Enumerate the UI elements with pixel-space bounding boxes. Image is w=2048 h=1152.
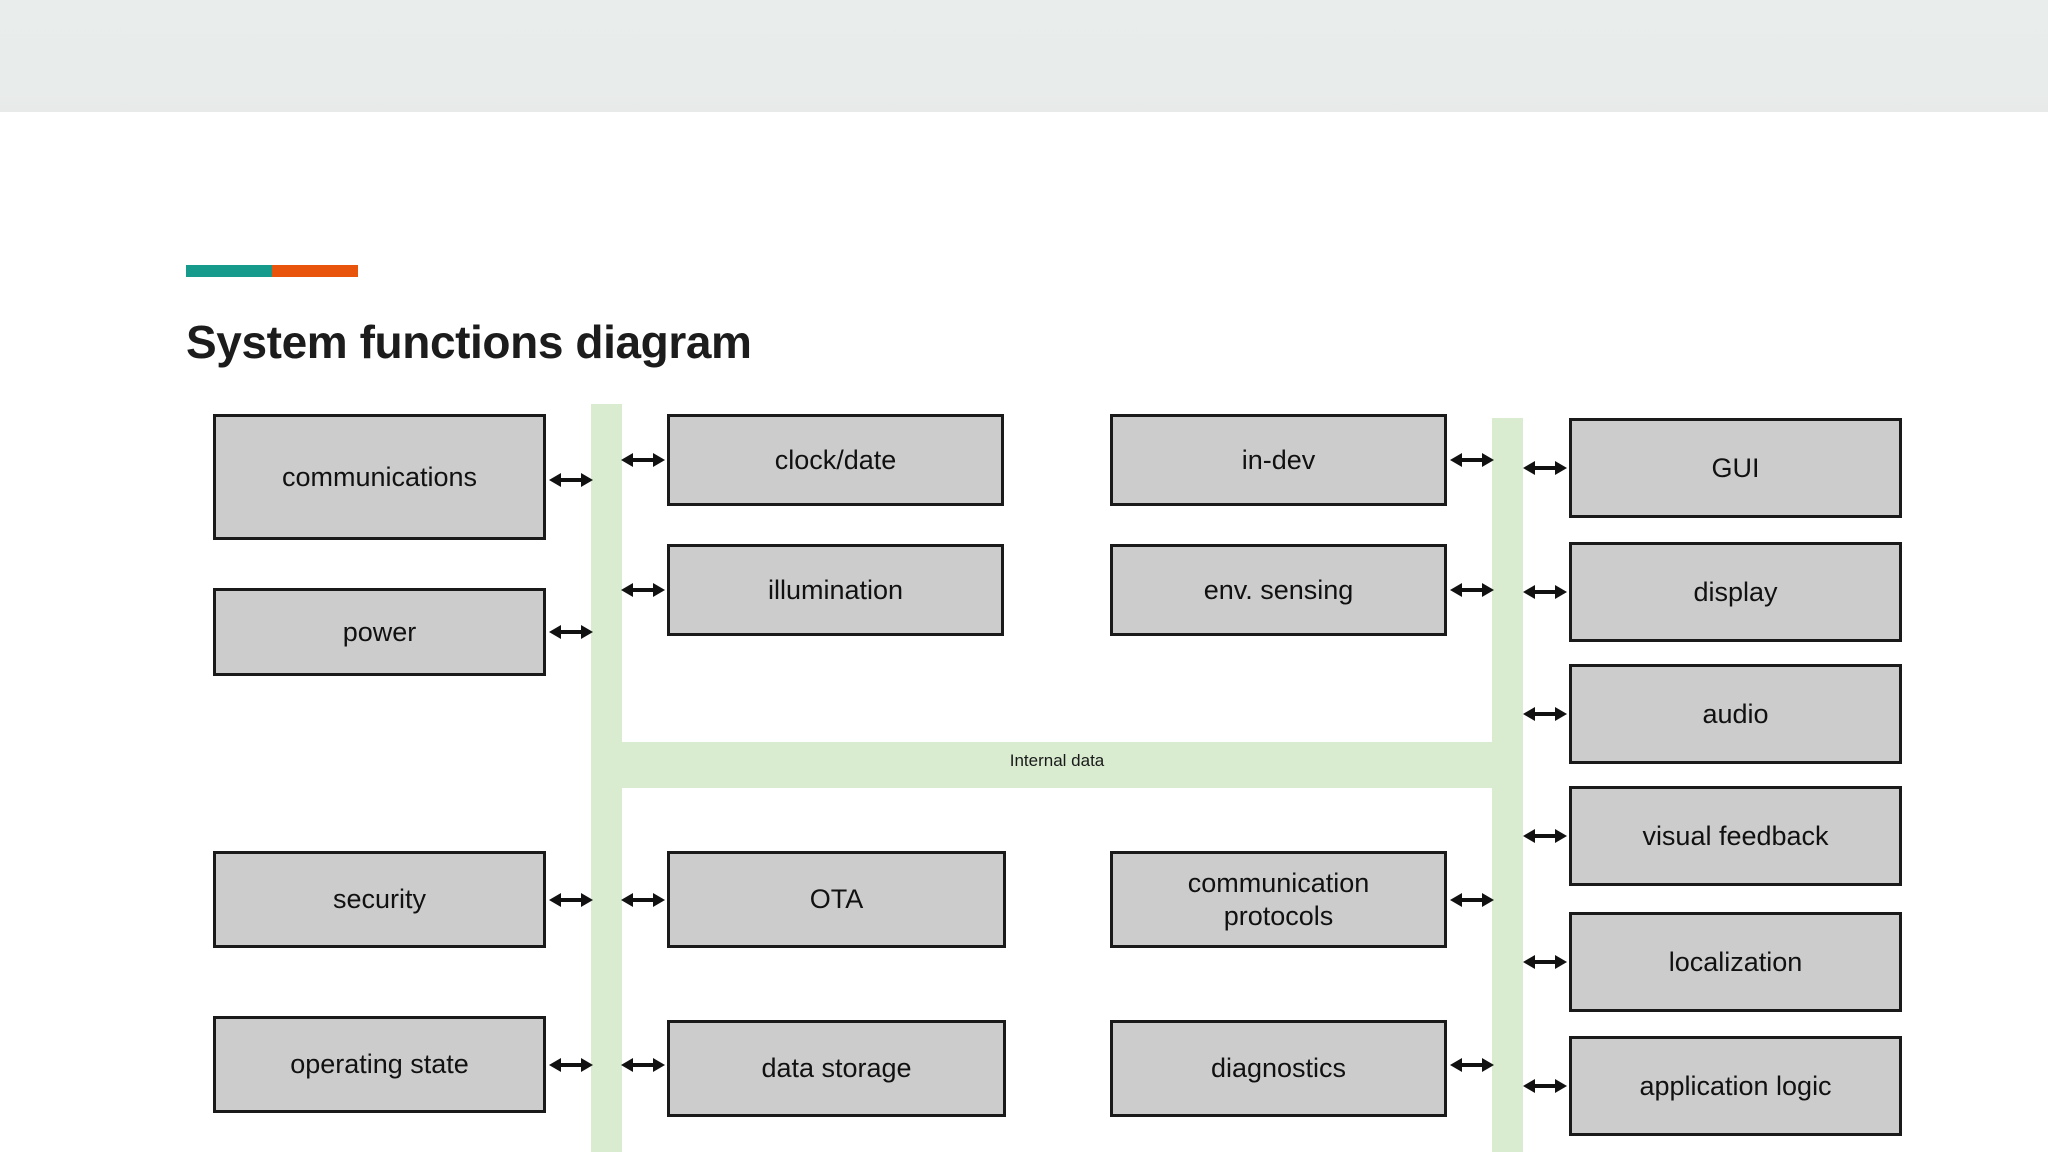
internal-data-bus-label: Internal data — [1009, 751, 1105, 770]
arrow-diagnostics-to-bus — [1450, 1058, 1494, 1072]
arrow-bus-to-ota — [621, 893, 665, 907]
function-box-label: clock/date — [774, 444, 897, 475]
function-box-operating-state[interactable]: operating state — [213, 1016, 546, 1113]
arrow-security-to-bus — [549, 893, 593, 907]
internal-data-bus-horizontal — [591, 742, 1523, 788]
arrow-bus-to-visual-feedback — [1523, 829, 1567, 843]
arrow-bus-to-audio — [1523, 707, 1567, 721]
function-box-label: data storage — [761, 1053, 912, 1084]
page-title: System functions diagram — [186, 316, 752, 368]
function-box-label: OTA — [809, 884, 864, 915]
function-box-communication-protocols[interactable]: communication protocols — [1110, 851, 1447, 948]
function-box-label: audio — [1702, 698, 1769, 729]
function-box-label: illumination — [767, 574, 904, 605]
arrow-bus-to-data-storage — [621, 1058, 665, 1072]
function-box-label: in-dev — [1241, 444, 1316, 475]
header-band — [0, 0, 2048, 112]
function-box-illumination[interactable]: illumination — [667, 544, 1004, 636]
function-box-clock-date[interactable]: clock/date — [667, 414, 1004, 506]
arrow-bus-to-application-logic — [1523, 1079, 1567, 1093]
function-box-visual-feedback[interactable]: visual feedback — [1569, 786, 1902, 886]
arrow-communications-to-bus — [549, 473, 593, 487]
accent-bar-orange-segment — [272, 265, 358, 277]
function-box-label: communications — [281, 461, 478, 492]
arrow-bus-to-illumination — [621, 583, 665, 597]
function-box-label: visual feedback — [1642, 820, 1829, 851]
function-box-security[interactable]: security — [213, 851, 546, 948]
function-box-in-dev[interactable]: in-dev — [1110, 414, 1447, 506]
function-box-power[interactable]: power — [213, 588, 546, 676]
arrow-operating-state-to-bus — [549, 1058, 593, 1072]
function-box-label: power — [342, 616, 417, 647]
accent-bar — [186, 265, 358, 277]
function-box-env-sensing[interactable]: env. sensing — [1110, 544, 1447, 636]
arrow-communication-protocols-to-bus — [1450, 893, 1494, 907]
arrow-env-sensing-to-bus — [1450, 583, 1494, 597]
function-box-label: diagnostics — [1210, 1053, 1347, 1084]
function-box-label: security — [332, 884, 427, 915]
function-box-application-logic[interactable]: application logic — [1569, 1036, 1902, 1136]
function-box-diagnostics[interactable]: diagnostics — [1110, 1020, 1447, 1117]
function-box-label: communication protocols — [1187, 867, 1370, 931]
arrow-bus-to-display — [1523, 585, 1567, 599]
function-box-audio[interactable]: audio — [1569, 664, 1902, 764]
function-box-display[interactable]: display — [1569, 542, 1902, 642]
accent-bar-teal-segment — [186, 265, 272, 277]
arrow-bus-to-localization — [1523, 955, 1567, 969]
function-box-label: application logic — [1639, 1070, 1832, 1101]
function-box-data-storage[interactable]: data storage — [667, 1020, 1006, 1117]
function-box-label: display — [1693, 576, 1778, 607]
function-box-localization[interactable]: localization — [1569, 912, 1902, 1012]
function-box-label: env. sensing — [1203, 574, 1354, 605]
arrow-bus-to-gui — [1523, 461, 1567, 475]
function-box-label: GUI — [1711, 452, 1760, 483]
function-box-gui[interactable]: GUI — [1569, 418, 1902, 518]
function-box-ota[interactable]: OTA — [667, 851, 1006, 948]
arrow-power-to-bus — [549, 625, 593, 639]
function-box-communications[interactable]: communications — [213, 414, 546, 540]
arrow-in-dev-to-bus — [1450, 453, 1494, 467]
function-box-label: localization — [1668, 946, 1803, 977]
arrow-bus-to-clock-date — [621, 453, 665, 467]
function-box-label: operating state — [290, 1049, 469, 1080]
